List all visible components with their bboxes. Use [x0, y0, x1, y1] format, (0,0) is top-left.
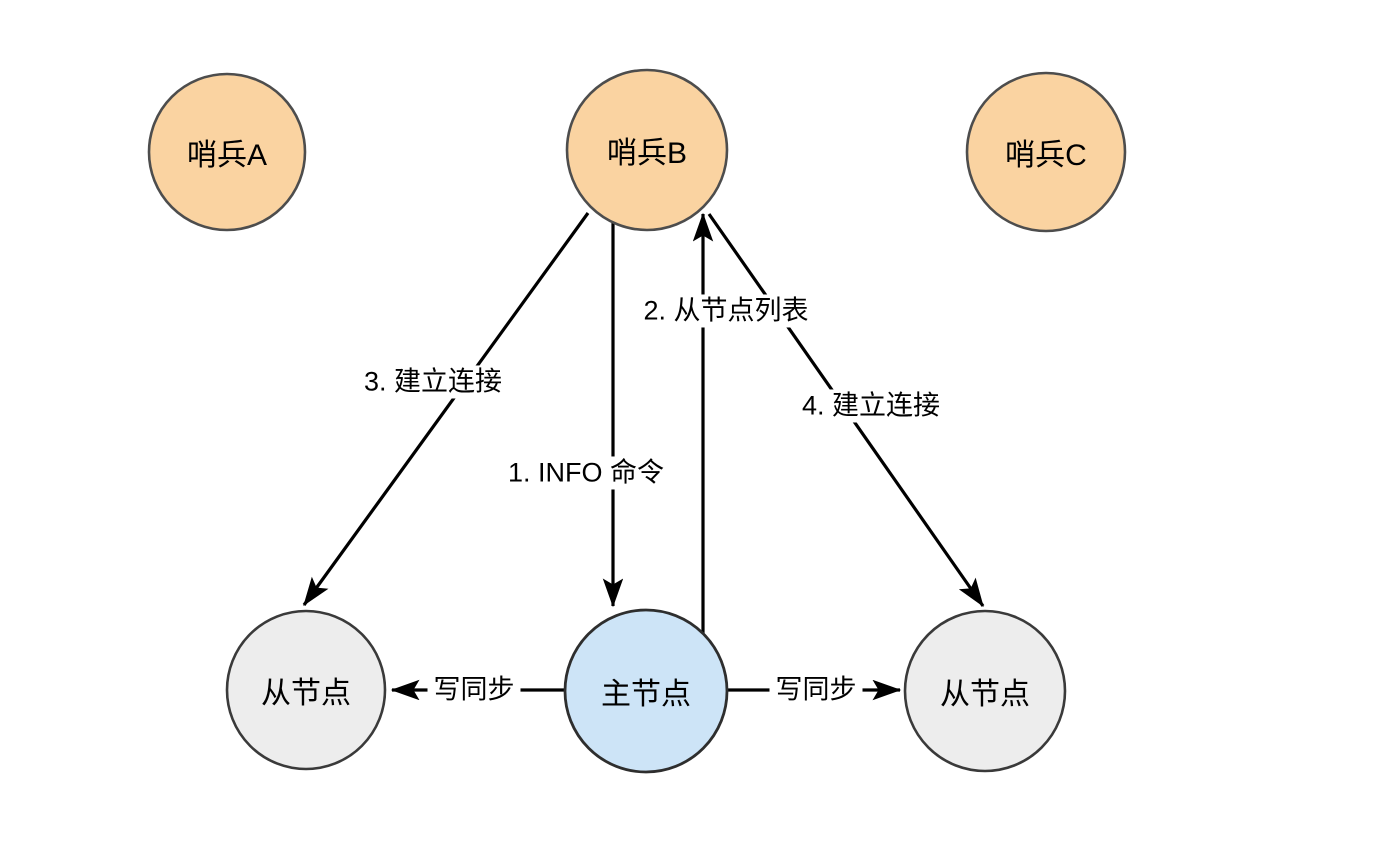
node-slave-right[interactable] [903, 609, 1067, 773]
edge-label-connect-right: 4. 建立连接 [796, 389, 946, 423]
edge-label-slave-list: 2. 从节点列表 [638, 294, 814, 328]
node-master[interactable] [563, 608, 729, 774]
node-sentinel-c[interactable] [965, 71, 1127, 233]
edge-connect-left [302, 212, 590, 607]
node-sentinel-b[interactable] [565, 68, 729, 232]
edge-label-connect-left: 3. 建立连接 [358, 365, 508, 399]
node-sentinel-a[interactable] [147, 72, 307, 232]
edge-label-sync-right: 写同步 [769, 672, 863, 708]
edge-label-info-command: 1. INFO 命令 [502, 456, 670, 490]
node-slave-left[interactable] [225, 609, 387, 771]
edge-label-sync-left: 写同步 [427, 672, 521, 708]
